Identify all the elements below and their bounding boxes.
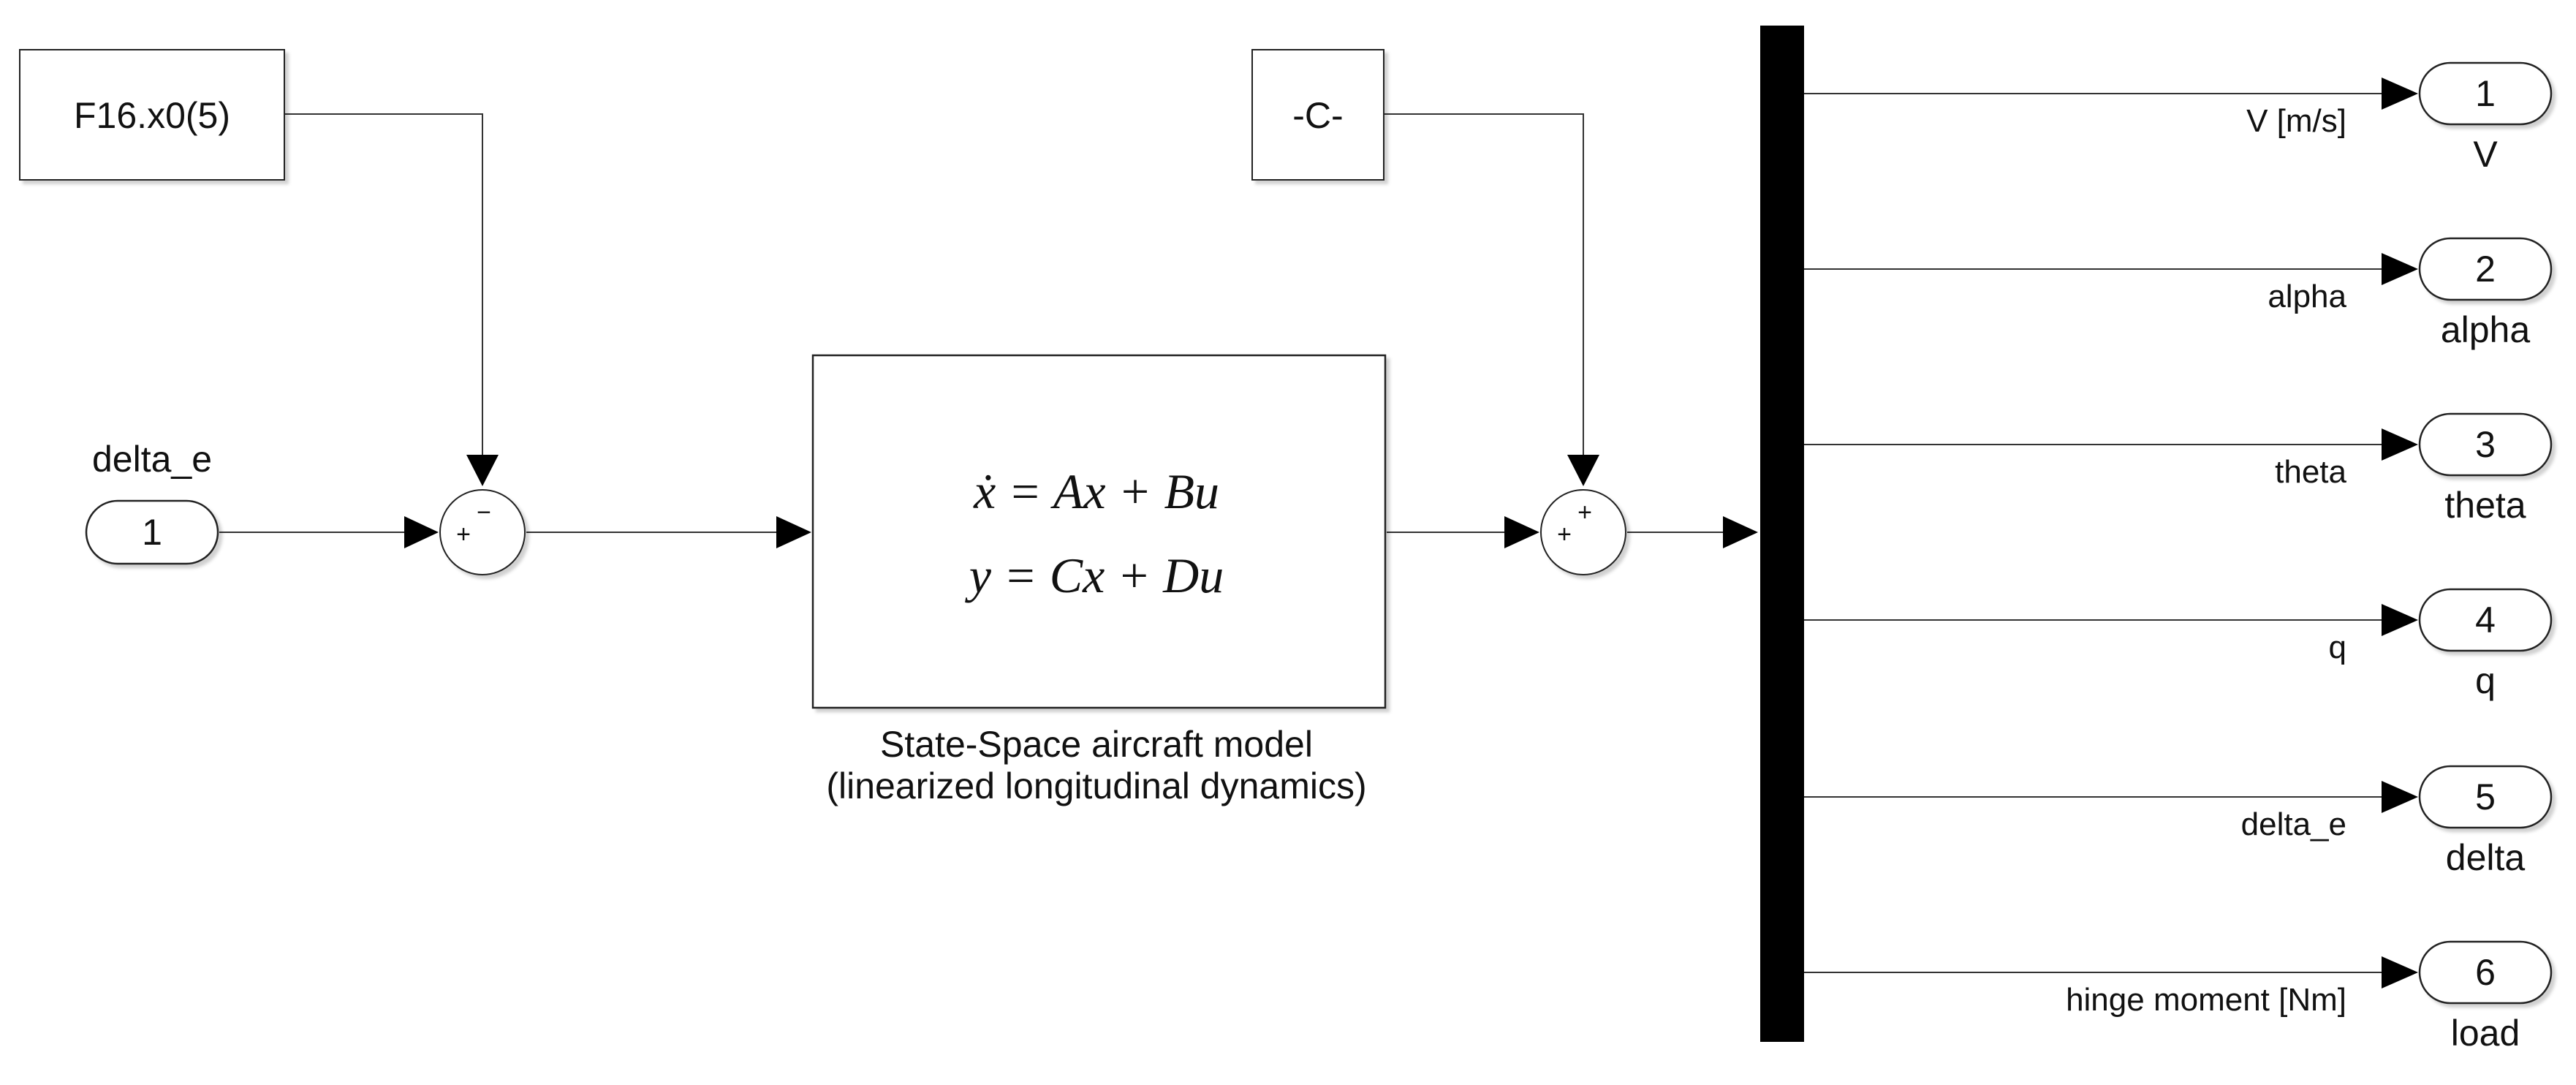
- arrow-into-mux: [1723, 516, 1758, 548]
- outport[interactable]: 4: [2418, 588, 2553, 652]
- signal-label: alpha: [2268, 279, 2346, 314]
- arrow-into-sum2-top: [1567, 455, 1599, 486]
- arrow-into-sum1-top: [466, 455, 499, 486]
- signal-label: delta_e: [2241, 806, 2346, 842]
- sum1-sign-top: −: [477, 499, 491, 526]
- outport-number: 5: [2475, 776, 2496, 817]
- state-equation: ẋ = Ax + Bu: [973, 464, 1219, 519]
- outport[interactable]: 1: [2418, 61, 2553, 126]
- signal-label: V [m/s]: [2246, 103, 2346, 139]
- sum1-sign-left: +: [456, 521, 471, 548]
- outport-number: 6: [2475, 952, 2496, 993]
- outport-number: 3: [2475, 424, 2496, 465]
- outport-name: V: [2473, 134, 2498, 175]
- output-arrow: [2382, 78, 2418, 110]
- sum-block-2[interactable]: + +: [1540, 489, 1626, 575]
- outport[interactable]: 5: [2418, 765, 2553, 829]
- output-equation: y = Cx + Du: [965, 548, 1224, 603]
- inport-delta-e[interactable]: 1: [85, 499, 219, 565]
- output-arrow: [2382, 604, 2418, 636]
- constant-block-c[interactable]: -C-: [1251, 49, 1384, 181]
- outport-name: theta: [2444, 485, 2526, 526]
- outport-number: 4: [2475, 600, 2496, 640]
- constant-c-label: -C-: [1292, 95, 1343, 136]
- outport-name: q: [2475, 660, 2496, 701]
- outport-number: 2: [2475, 249, 2496, 290]
- inport-name: delta_e: [92, 439, 212, 480]
- outport[interactable]: 2: [2418, 237, 2553, 301]
- outport-name: delta: [2446, 837, 2526, 878]
- signal-label: theta: [2275, 454, 2346, 490]
- outport[interactable]: 3: [2418, 412, 2553, 477]
- inport-number: 1: [142, 512, 162, 553]
- output-arrow: [2382, 781, 2418, 813]
- outport-name: alpha: [2441, 309, 2531, 350]
- output-arrow: [2382, 428, 2418, 461]
- constant-x0-label: F16.x0(5): [74, 95, 230, 136]
- signal-label: hinge moment [Nm]: [2066, 982, 2346, 1018]
- constant-block-x0[interactable]: F16.x0(5): [19, 49, 285, 181]
- sum-block-1[interactable]: + −: [439, 489, 526, 575]
- output-arrow: [2382, 956, 2418, 988]
- arrow-into-statespace: [776, 516, 811, 548]
- outport[interactable]: 6: [2418, 940, 2553, 1005]
- arrow-into-sum1-left: [404, 516, 439, 548]
- outport-number: 1: [2475, 73, 2496, 114]
- sum2-sign-left: +: [1557, 521, 1572, 548]
- state-space-block[interactable]: ẋ = Ax + Bu y = Cx + Du: [811, 354, 1387, 709]
- signal-label: q: [2329, 630, 2346, 665]
- outport-name: load: [2451, 1013, 2520, 1054]
- wire-x0-to-sum1: [284, 113, 483, 457]
- output-arrow: [2382, 253, 2418, 285]
- state-space-caption-1: State-Space aircraft model: [880, 724, 1313, 765]
- state-space-caption-2: (linearized longitudinal dynamics): [826, 765, 1366, 806]
- demux-bar[interactable]: [1760, 26, 1804, 1042]
- sum2-sign-top: +: [1577, 499, 1592, 526]
- wire-c-to-sum2: [1384, 113, 1584, 457]
- arrow-into-sum2-left: [1504, 516, 1539, 548]
